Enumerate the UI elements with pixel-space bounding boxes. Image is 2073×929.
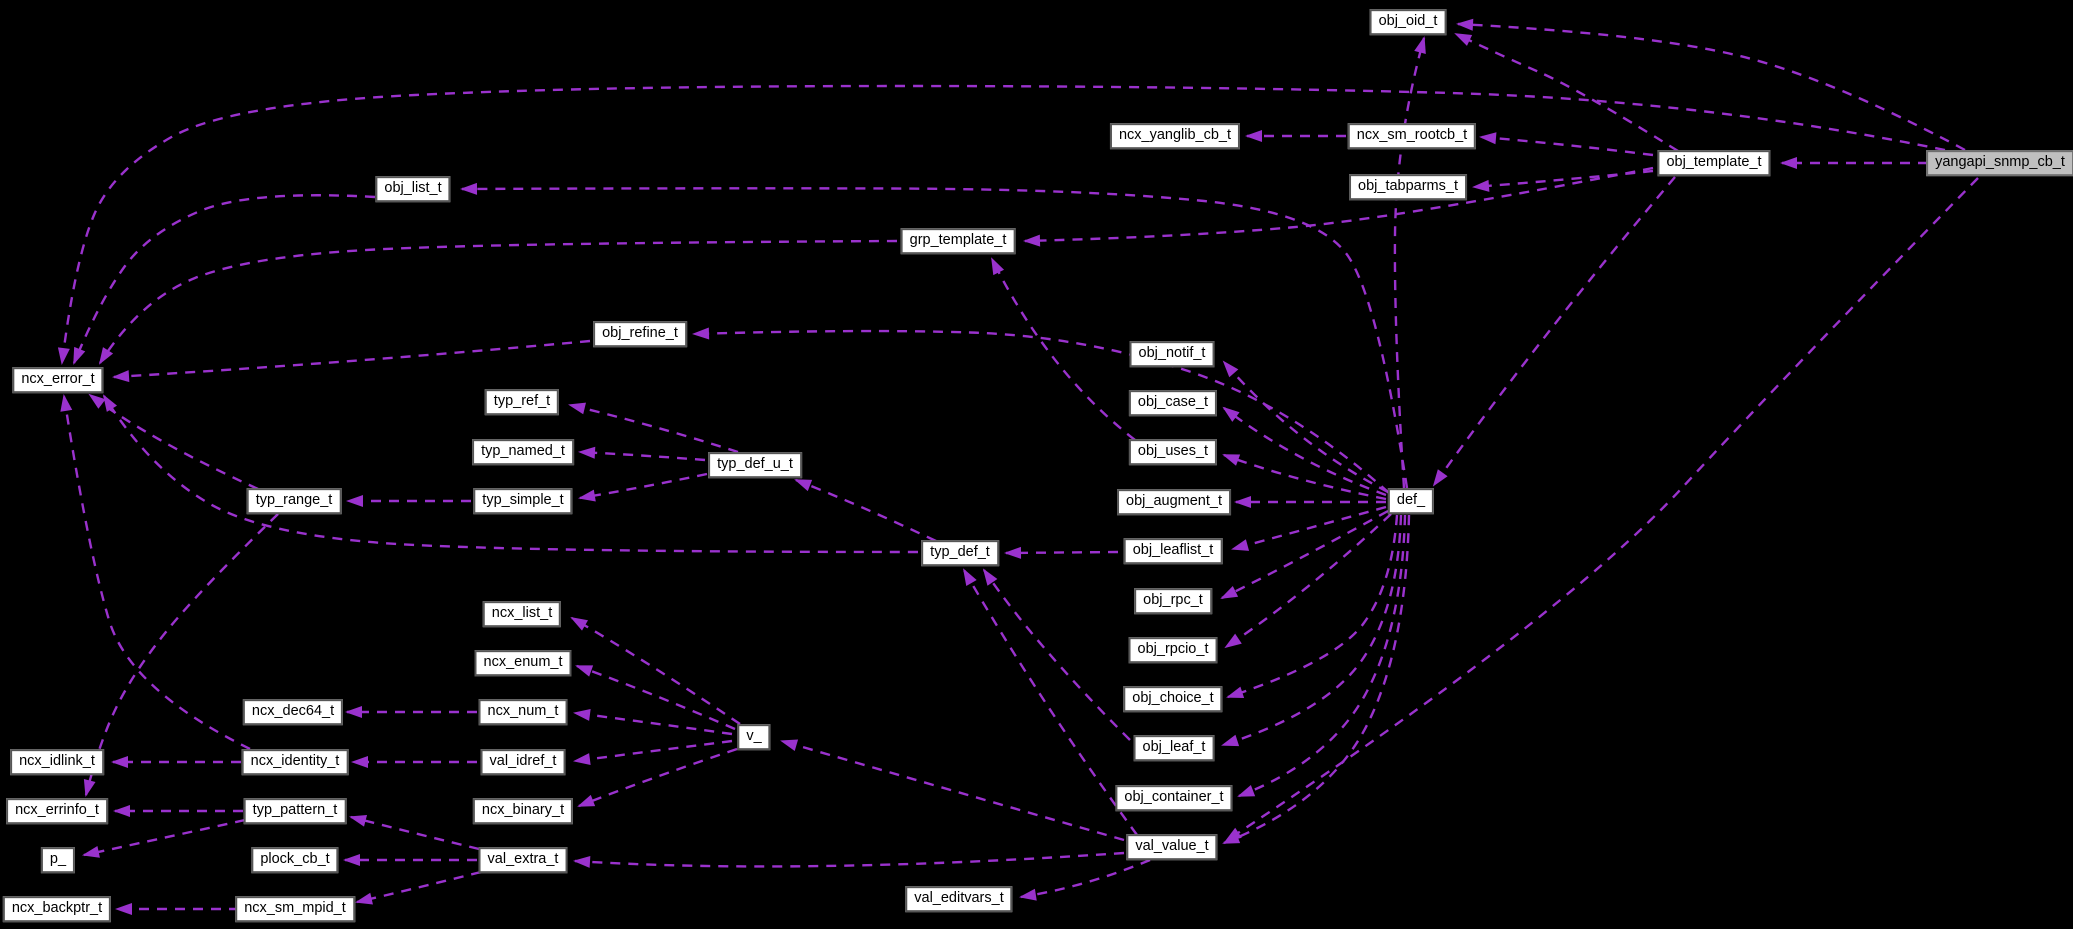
graph-node-ncx_backptr_t[interactable]: ncx_backptr_t <box>2 896 112 922</box>
edge-val_value_t-to-typ_def_t <box>962 568 1138 836</box>
graph-node-obj_leaflist_t[interactable]: obj_leaflist_t <box>1123 538 1223 564</box>
graph-node-ncx_enum_t[interactable]: ncx_enum_t <box>474 650 572 676</box>
edge-v_-to-ncx_list_t <box>570 616 741 725</box>
graph-node-obj_augment_t[interactable]: obj_augment_t <box>1117 489 1231 515</box>
edge-typ_range_t-to-ncx_error_t <box>88 393 259 491</box>
edge-def_-to-obj_rpcio_t <box>1224 513 1392 649</box>
edge-val_value_t-to-val_editvars_t <box>1019 858 1151 901</box>
graph-node-val_value_t[interactable]: val_value_t <box>1126 834 1218 860</box>
edge-obj_uses_t-to-grp_template_t <box>990 257 1136 441</box>
graph-node-val_editvars_t[interactable]: val_editvars_t <box>905 886 1013 912</box>
graph-node-typ_named_t[interactable]: typ_named_t <box>472 439 574 465</box>
edge-obj_template_t-to-obj_oid_t <box>1454 32 1679 153</box>
graph-node-obj_template_t[interactable]: obj_template_t <box>1657 150 1771 176</box>
edge-typ_range_t-to-ncx_errinfo_t <box>83 513 279 797</box>
graph-node-obj_rpc_t[interactable]: obj_rpc_t <box>1134 588 1212 614</box>
graph-node-typ_pattern_t[interactable]: typ_pattern_t <box>243 798 347 824</box>
graph-node-obj_choice_t[interactable]: obj_choice_t <box>1123 686 1223 712</box>
edge-def_-to-obj_oid_t <box>1393 36 1426 489</box>
graph-node-ncx_num_t[interactable]: ncx_num_t <box>478 699 568 725</box>
edge-obj_template_t-to-grp_template_t <box>1023 166 1654 247</box>
graph-node-val_extra_t[interactable]: val_extra_t <box>478 847 568 873</box>
edge-obj_template_t-to-ncx_sm_rootcb_t <box>1479 132 1654 157</box>
edge-obj_template_t-to-def_ <box>1432 176 1676 487</box>
edge-val_extra_t-to-ncx_sm_mpid_t <box>355 870 482 905</box>
edge-typ_pattern_t-to-p_ <box>82 818 246 858</box>
graph-node-obj_container_t[interactable]: obj_container_t <box>1115 785 1233 811</box>
graph-node-obj_oid_t[interactable]: obj_oid_t <box>1369 9 1447 35</box>
graph-node-obj_tabparms_t[interactable]: obj_tabparms_t <box>1349 174 1467 200</box>
graph-node-ncx_sm_rootcb_t[interactable]: ncx_sm_rootcb_t <box>1347 123 1477 149</box>
graph-node-plock_cb_t[interactable]: plock_cb_t <box>251 847 339 873</box>
graph-node-obj_uses_t[interactable]: obj_uses_t <box>1128 439 1218 465</box>
edge-obj_leaflist_t-to-typ_def_t <box>1004 546 1119 559</box>
graph-node-ncx_errinfo_t[interactable]: ncx_errinfo_t <box>6 798 108 824</box>
edge-val_value_t-to-val_extra_t <box>573 851 1125 868</box>
graph-node-ncx_list_t[interactable]: ncx_list_t <box>482 601 562 627</box>
edge-typ_def_u_t-to-typ_ref_t <box>568 402 739 454</box>
graph-node-ncx_dec64_t[interactable]: ncx_dec64_t <box>242 699 344 725</box>
graph-node-ncx_sm_mpid_t[interactable]: ncx_sm_mpid_t <box>235 896 355 922</box>
graph-node-ncx_identity_t[interactable]: ncx_identity_t <box>241 749 349 775</box>
edge-obj_list_t-to-ncx_error_t <box>72 194 376 365</box>
graph-node-ncx_binary_t[interactable]: ncx_binary_t <box>472 798 574 824</box>
graph-node-obj_list_t[interactable]: obj_list_t <box>375 176 451 202</box>
edge-v_-to-ncx_num_t <box>573 708 733 736</box>
graph-node-obj_refine_t[interactable]: obj_refine_t <box>593 321 687 347</box>
edge-v_-to-ncx_binary_t <box>577 747 738 808</box>
graph-node-obj_leaf_t[interactable]: obj_leaf_t <box>1133 735 1215 761</box>
graph-node-ncx_error_t[interactable]: ncx_error_t <box>12 367 104 393</box>
edge-typ_def_u_t-to-typ_simple_t <box>578 472 708 502</box>
edge-yangapi_snmp_cb_t-to-val_value_t <box>1224 177 1979 843</box>
edge-ncx_identity_t-to-ncx_error_t <box>60 394 251 751</box>
edge-obj_leaf_t-to-typ_def_t <box>982 568 1131 741</box>
edge-def_-to-obj_container_t <box>1237 514 1407 798</box>
graph-node-typ_def_u_t[interactable]: typ_def_u_t <box>708 452 802 478</box>
edge-def_-to-val_value_t <box>1222 514 1411 845</box>
edge-yangapi_snmp_cb_t-to-ncx_error_t <box>57 84 1946 365</box>
edge-def_-to-obj_leaflist_t <box>1231 505 1387 551</box>
edge-obj_refine_t-to-ncx_error_t <box>112 339 591 383</box>
edge-val_value_t-to-v_ <box>780 739 1125 842</box>
edge-def_-to-obj_case_t <box>1222 406 1387 497</box>
graph-node-ncx_idlink_t[interactable]: ncx_idlink_t <box>10 749 104 775</box>
edge-grp_template_t-to-ncx_error_t <box>98 239 898 365</box>
graph-node-obj_case_t[interactable]: obj_case_t <box>1128 390 1218 416</box>
edge-def_-to-obj_rpc_t <box>1220 509 1389 600</box>
graph-node-obj_rpcio_t[interactable]: obj_rpcio_t <box>1128 637 1218 663</box>
edge-v_-to-val_idref_t <box>573 739 733 766</box>
edge-typ_def_t-to-typ_def_u_t <box>794 478 937 543</box>
graph-node-typ_simple_t[interactable]: typ_simple_t <box>473 488 573 514</box>
graph-node-obj_notif_t[interactable]: obj_notif_t <box>1129 341 1215 367</box>
edge-def_-to-obj_notif_t <box>1222 360 1389 494</box>
graph-node-v_[interactable]: v_ <box>737 724 771 750</box>
edge-v_-to-ncx_enum_t <box>575 664 736 731</box>
edge-def_-to-obj_choice_t <box>1226 514 1399 699</box>
graph-node-def_[interactable]: def_ <box>1387 488 1435 514</box>
edge-def_-to-obj_leaf_t <box>1221 514 1403 747</box>
edge-def_-to-obj_uses_t <box>1222 453 1387 501</box>
edge-typ_def_u_t-to-typ_named_t <box>578 446 706 462</box>
edge-yangapi_snmp_cb_t-to-obj_oid_t <box>1456 18 1966 152</box>
graph-node-typ_ref_t[interactable]: typ_ref_t <box>484 389 560 415</box>
edge-val_extra_t-to-typ_pattern_t <box>349 814 480 851</box>
graph-node-yangapi_snmp_cb_t[interactable]: yangapi_snmp_cb_t <box>1926 150 2073 176</box>
graph-node-p_[interactable]: p_ <box>40 847 76 873</box>
graph-node-typ_range_t[interactable]: typ_range_t <box>246 488 342 514</box>
edge-typ_def_t-to-ncx_error_t <box>102 394 919 554</box>
graph-node-typ_def_t[interactable]: typ_def_t <box>921 540 999 566</box>
graph-node-ncx_yanglib_cb_t[interactable]: ncx_yanglib_cb_t <box>1109 123 1241 149</box>
graph-node-val_idref_t[interactable]: val_idref_t <box>480 749 566 775</box>
edge-def_-to-obj_list_t <box>460 182 1409 489</box>
graph-node-grp_template_t[interactable]: grp_template_t <box>900 228 1016 254</box>
